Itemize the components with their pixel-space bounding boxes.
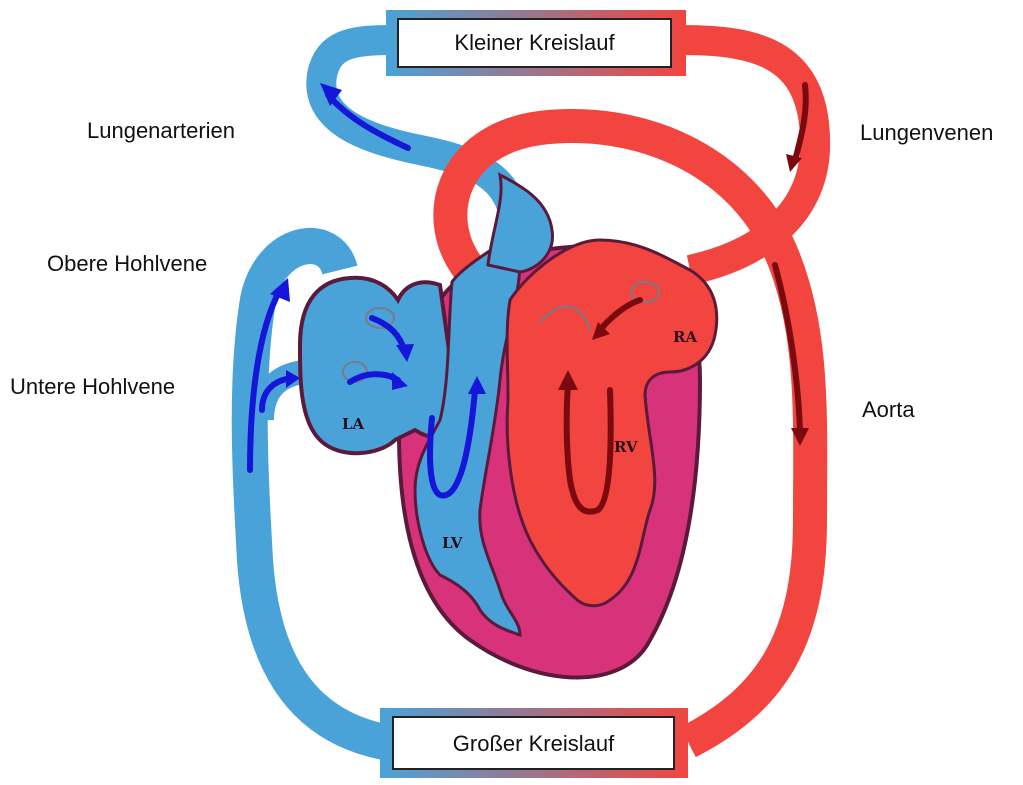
pulmonary-circuit-title: Kleiner Kreislauf xyxy=(397,30,672,56)
label-superior-vena-cava: Obere Hohlvene xyxy=(47,251,207,277)
chamber-label-lv: LV xyxy=(442,534,463,552)
label-aorta: Aorta xyxy=(862,397,915,423)
label-pulmonary-veins: Lungenvenen xyxy=(860,120,993,146)
label-pulmonary-arteries: Lungenarterien xyxy=(87,118,235,144)
chamber-label-ra: RA xyxy=(673,328,697,346)
chamber-label-rv: RV xyxy=(614,438,638,456)
systemic-circuit-title: Großer Kreislauf xyxy=(392,731,675,757)
chamber-label-la: LA xyxy=(342,415,365,433)
label-inferior-vena-cava: Untere Hohlvene xyxy=(10,374,175,400)
